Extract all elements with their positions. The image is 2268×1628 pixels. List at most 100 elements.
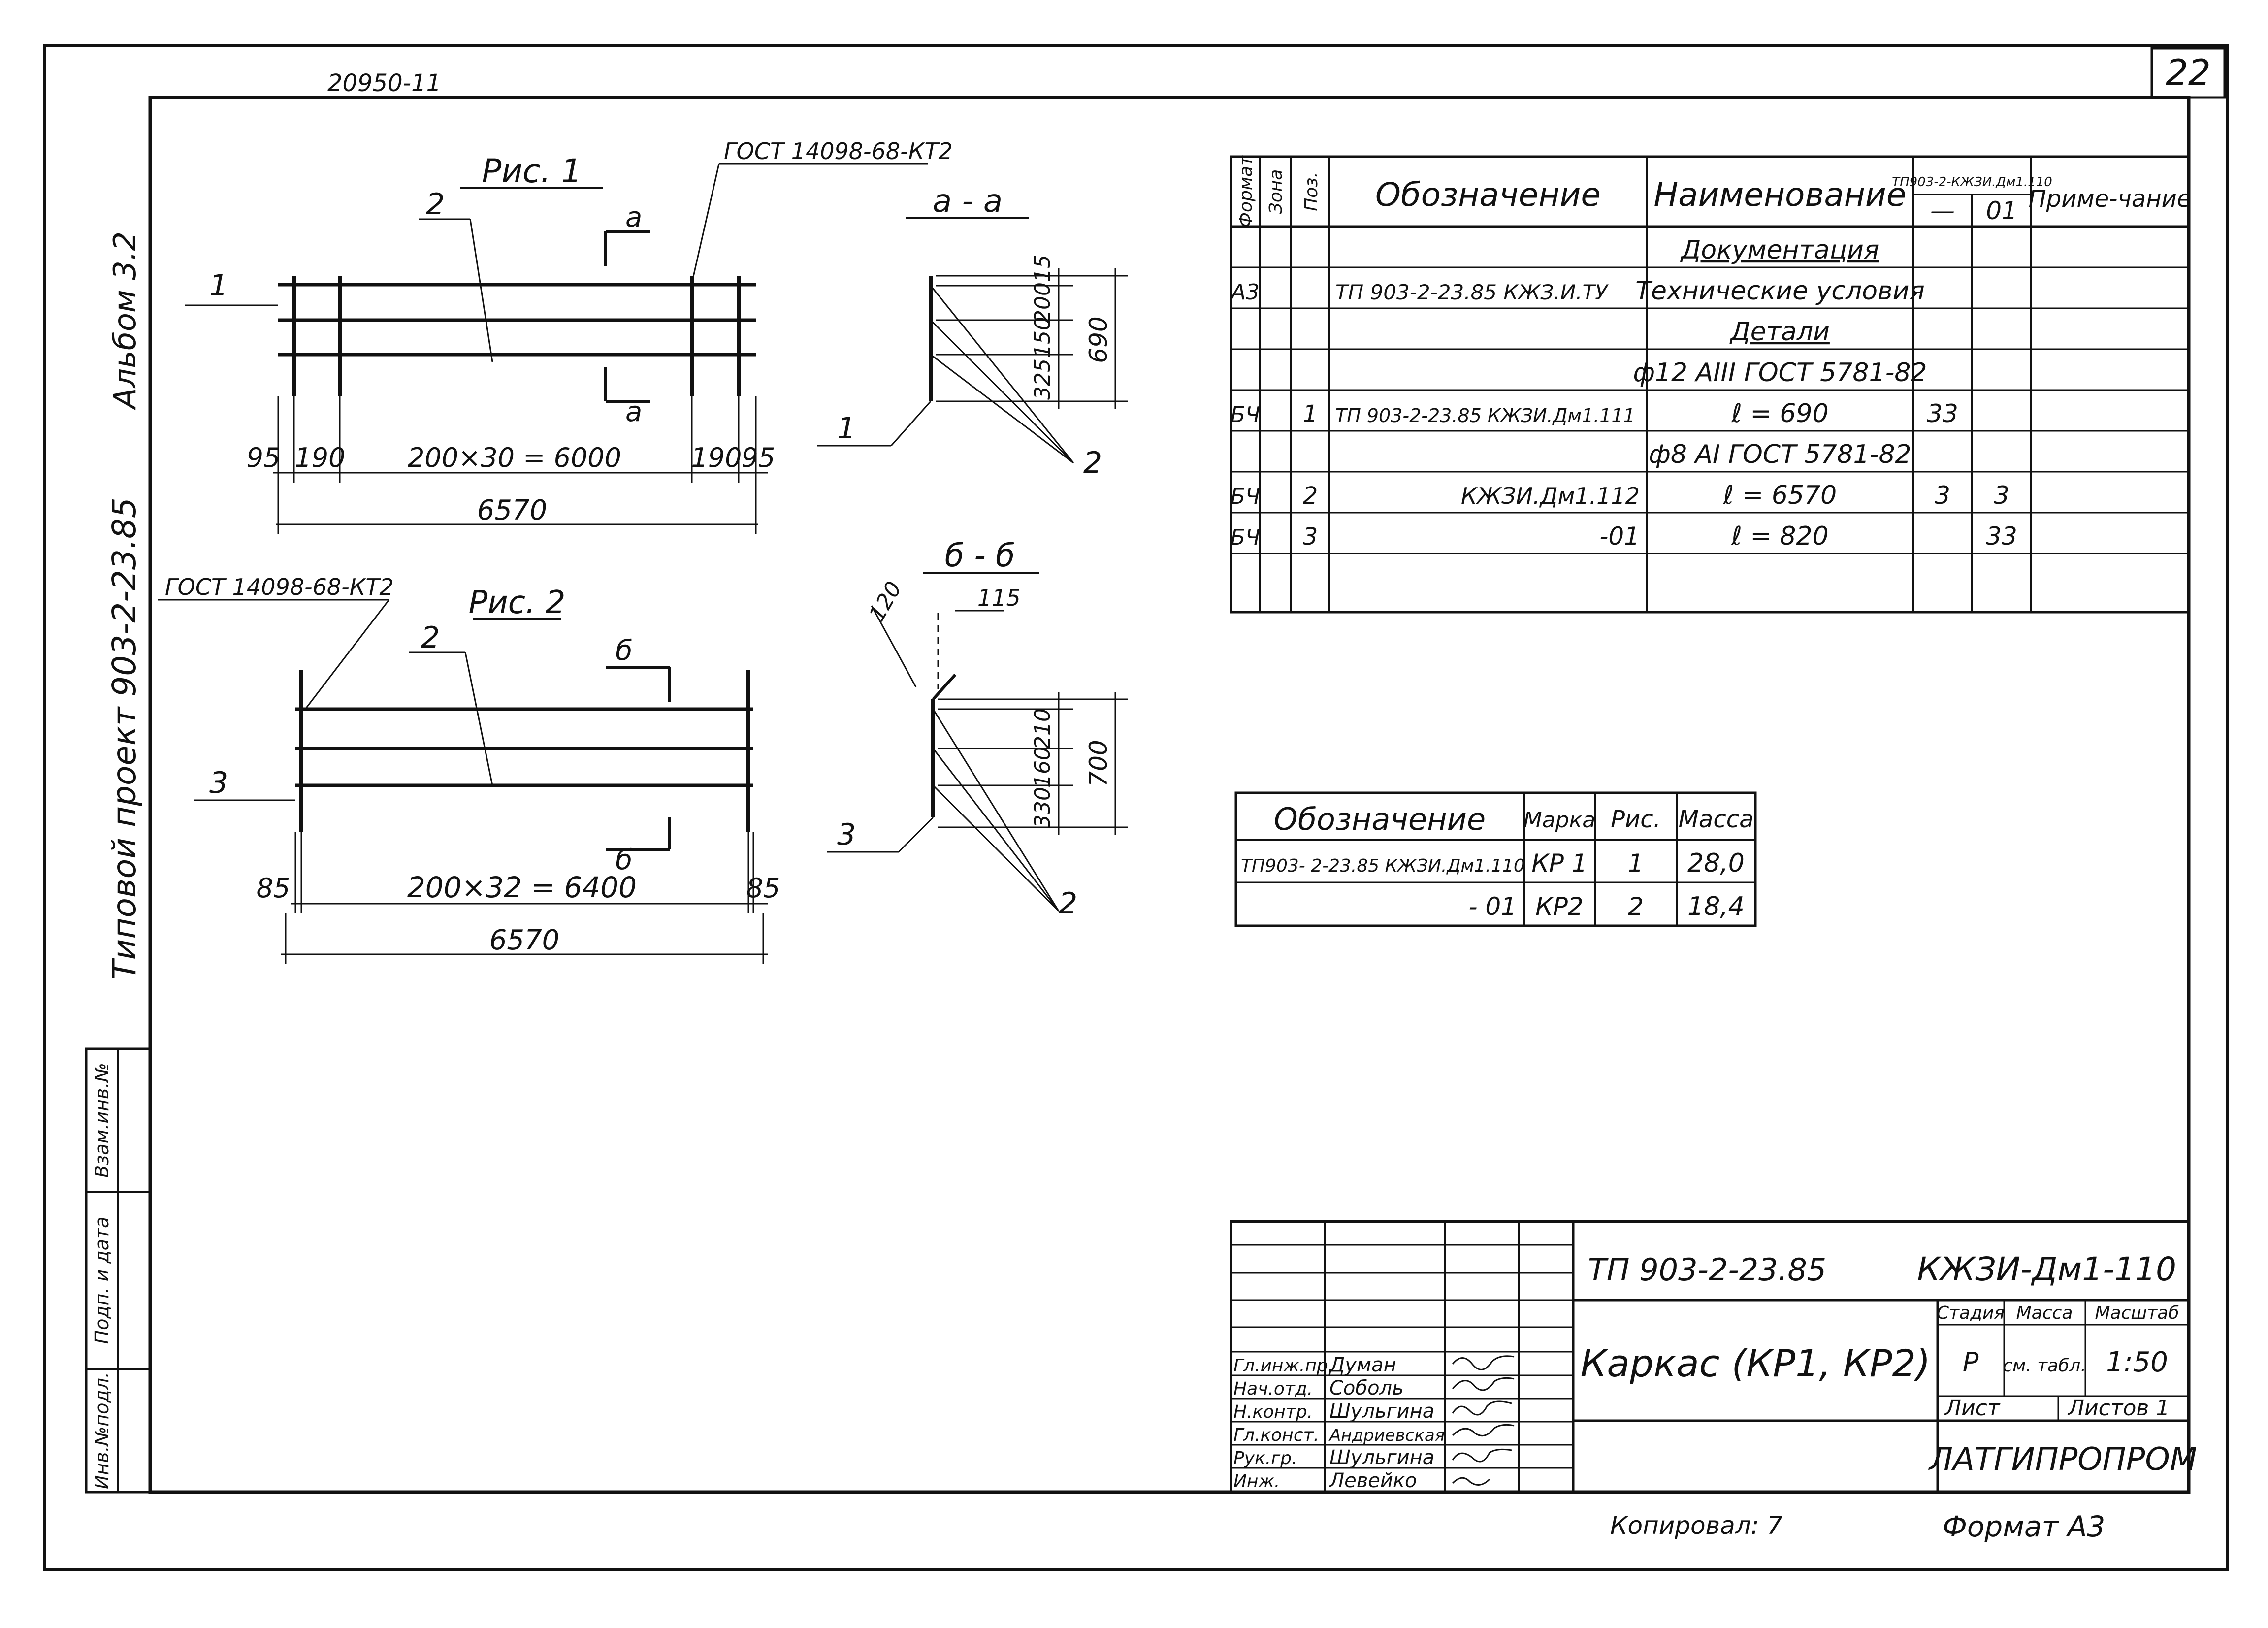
mass-table: Обозначение Марка Рис. Масса ТП903- 2-23… — [1234, 791, 1757, 927]
section-a-dim-200: 200 — [1030, 282, 1055, 324]
spec-row-designation: ТП 903-2-23.85 КЖЗ.И.ТУ — [1335, 280, 1609, 304]
fig1-pos-1: 1 — [209, 268, 228, 303]
spec-row-name: ℓ = 820 — [1731, 521, 1828, 551]
tb-stage-label: Стадия — [1937, 1303, 2005, 1323]
spec-row-qty-01: 3 — [1994, 481, 2009, 510]
figure-2: Рис. 2 ГОСТ 14098-68-КТ2 3 2 б б 85 200×… — [158, 574, 780, 964]
fig2-pos-3: 3 — [209, 766, 228, 800]
spec-row-name: ℓ = 6570 — [1723, 481, 1837, 510]
spec-row-format: БЧ — [1231, 484, 1260, 509]
mass-row-mass: 18,4 — [1687, 892, 1745, 921]
tb-project-code: ТП 903-2-23.85 — [1588, 1252, 1826, 1288]
spec-row-qty-01: 33 — [1986, 522, 2017, 551]
fig2-section-mark-top: б — [616, 635, 633, 667]
archive-number: 20950-11 — [327, 69, 441, 97]
section-a-dim-150: 150 — [1030, 317, 1055, 358]
project-label: Типовой проект 903-2-23.85 — [105, 497, 143, 980]
left-stamp-strip: Инв.№подл. Подп. и дата Взам.инв.№ — [85, 1047, 152, 1494]
fig1-section-mark-top: а — [625, 201, 642, 233]
section-b-dim-330: 330 — [1030, 787, 1055, 828]
spec-row-designation: -01 — [1599, 522, 1640, 551]
section-b-dim-overall: 700 — [1084, 740, 1113, 786]
spec-header-qty-group: ТП903-2-КЖЗИ.Дм1.110 — [1892, 175, 2052, 190]
mass-row-mark: КР 1 — [1531, 849, 1587, 878]
spec-header-name: Наименование — [1654, 176, 1907, 214]
section-b-b: б - б 120 115 210 160 330 700 2 3 — [827, 538, 1128, 921]
tb-stage: Р — [1963, 1347, 1979, 1378]
mass-header-fig: Рис. — [1611, 806, 1661, 833]
tb-person-name: Думан — [1328, 1354, 1396, 1376]
sign-date-label: Подп. и дата — [91, 1217, 113, 1344]
mass-row-fig: 1 — [1628, 849, 1644, 878]
tb-role: Н.контр. — [1233, 1402, 1313, 1422]
spec-row-material: ф8 АI ГОСТ 5781-82 — [1649, 440, 1911, 469]
tb-scale-label: Масштаб — [2095, 1303, 2179, 1323]
fig1-dim-end-right: 95 — [742, 442, 776, 473]
fig1-dim-overall: 6570 — [477, 494, 548, 526]
section-a-pos-2: 2 — [1083, 446, 1102, 480]
section-b-dim-120: 120 — [864, 577, 907, 625]
mass-row-designation: ТП903- 2-23.85 КЖЗИ.Дм1.110 — [1241, 856, 1525, 876]
fig1-dim-190-left: 190 — [294, 442, 345, 473]
fig2-dim-spacing: 200×32 = 6400 — [407, 871, 637, 904]
fig1-pos-2: 2 — [426, 187, 445, 222]
spec-row-pos: 1 — [1303, 400, 1318, 428]
outer-border — [43, 44, 2229, 1571]
spec-header-designation: Обозначение — [1375, 176, 1601, 214]
section-b-pos-3: 3 — [837, 817, 856, 852]
tb-person-name: Андриевская — [1328, 1426, 1445, 1445]
tb-person-name: Шульгина — [1329, 1446, 1434, 1469]
section-a-a: а - а 15 200 150 325 690 1 2 — [817, 183, 1128, 480]
album-label: Альбом 3.2 — [107, 231, 143, 411]
spec-row-section: Документация — [1680, 235, 1879, 265]
spec-header-pos: Поз. — [1301, 172, 1322, 211]
section-a-title: а - а — [933, 183, 1003, 220]
tb-role: Гл.инж.пр. — [1233, 1356, 1333, 1376]
section-b-pos-2: 2 — [1059, 886, 1077, 921]
spec-row-material: ф12 АIII ГОСТ 5781-82 — [1633, 358, 1927, 388]
figure-1: Рис. 1 ГОСТ 14098-68-КТ2 1 2 а а 95 — [185, 138, 953, 534]
spec-row-qty-base: 33 — [1927, 399, 1958, 428]
tb-person-name: Шульгина — [1329, 1400, 1434, 1423]
tb-person-name: Соболь — [1329, 1377, 1404, 1400]
mass-row-mark: КР2 — [1535, 892, 1583, 921]
fig2-gost-label: ГОСТ 14098-68-КТ2 — [165, 574, 394, 600]
spec-row-format: БЧ — [1231, 525, 1260, 550]
section-a-pos-1: 1 — [837, 411, 856, 446]
section-b-title: б - б — [945, 538, 1015, 574]
fig2-title: Рис. 2 — [469, 585, 566, 621]
inv-no-label: Инв.№подл. — [91, 1372, 113, 1489]
section-b-dim-160: 160 — [1030, 747, 1055, 788]
title-block: Гл.инж.пр. Думан Нач.отд. Соболь Н.контр… — [1230, 1220, 2197, 1494]
fig1-dim-end-left: 95 — [247, 442, 281, 473]
tb-organization: ЛАТГИПРОПРОМ — [1928, 1441, 2197, 1478]
fig2-section-mark-bottom: б — [616, 844, 633, 876]
tb-scale: 1:50 — [2106, 1346, 2168, 1378]
mass-row-designation: - 01 — [1468, 892, 1517, 921]
fig1-gost-label: ГОСТ 14098-68-КТ2 — [724, 138, 953, 164]
mass-row-fig: 2 — [1628, 892, 1644, 921]
tb-mass: см. табл. — [2003, 1356, 2086, 1376]
fig1-title: Рис. 1 — [482, 152, 582, 190]
replace-inv-label: Взам.инв.№ — [91, 1063, 113, 1178]
tb-mass-label: Масса — [2016, 1303, 2073, 1323]
fig1-section-mark-bottom: а — [625, 396, 642, 428]
tb-sheets-label: Листов 1 — [2067, 1396, 2170, 1421]
tb-role: Гл.конст. — [1233, 1425, 1319, 1445]
tb-sheet-label: Лист — [1944, 1396, 2001, 1421]
spec-row-format: А3 — [1230, 280, 1260, 305]
spec-header-note: Приме-чание — [2029, 185, 2192, 213]
mass-row-mass: 28,0 — [1687, 848, 1745, 878]
tb-title: Каркас (КР1, КР2) — [1580, 1341, 1930, 1385]
section-a-dim-15: 15 — [1030, 255, 1055, 282]
specification-table: Формат Зона Поз. Обозначение Наименовани… — [1230, 155, 2192, 614]
tb-role: Нач.отд. — [1233, 1379, 1313, 1399]
spec-row-section: Детали — [1729, 317, 1830, 347]
spec-row-name: ℓ = 690 — [1731, 399, 1828, 428]
spec-row-designation: КЖЗИ.Дм1.112 — [1461, 483, 1640, 509]
page-number: 22 — [2166, 52, 2211, 93]
spec-header-qty-base: — — [1930, 196, 1955, 225]
fig2-dim-overall: 6570 — [489, 924, 560, 956]
tb-person-name: Левейко — [1328, 1469, 1417, 1492]
